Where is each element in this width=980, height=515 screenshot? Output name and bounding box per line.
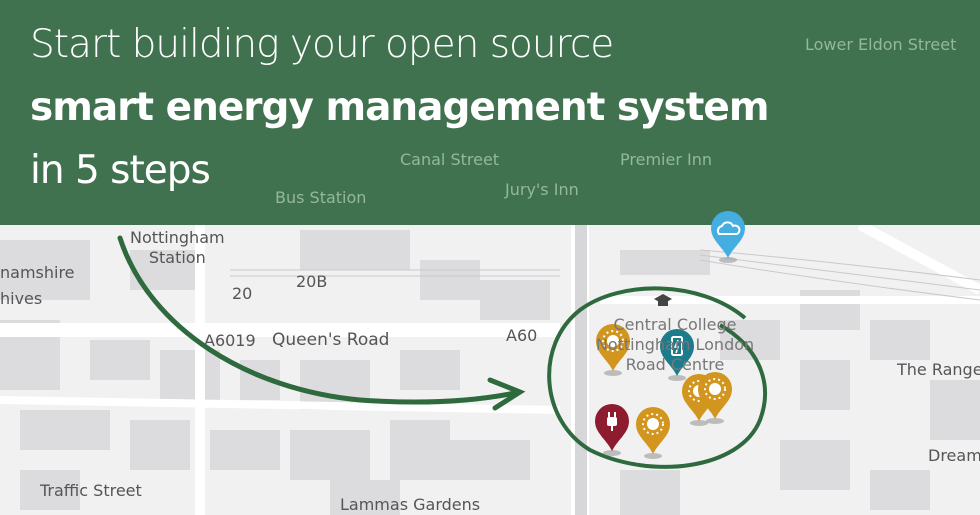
label-line: Station [148,248,206,267]
label-jurys-inn: Jury's Inn [505,180,579,199]
label-20b: 20B [296,272,328,291]
headline-line-2: smart energy management system [30,85,769,130]
label-lammas-gardens: Lammas Gardens [340,495,481,514]
label-line: hives [0,289,43,308]
label-a6019: A6019 [204,331,256,350]
label-dream: Dream [928,446,980,465]
label-queens-road: Queen's Road [272,330,390,350]
label-line: Nottingham London [595,335,755,354]
label-traffic-street: Traffic Street [40,481,142,500]
label-the-range: The Range [897,360,980,379]
headline-banner: Start building your open source smart en… [0,0,980,225]
label-bus-station: Bus Station [275,188,367,207]
label-line: Road Centre [625,355,725,374]
label-premier-inn: Premier Inn [620,150,712,169]
label-line: namshire [0,263,75,282]
label-lower-eldon: Lower Eldon Street [805,35,957,54]
label-20: 20 [232,284,253,303]
label-archives: namshire hives [0,260,75,312]
label-a60: A60 [506,326,538,345]
label-line: Central College [613,315,737,334]
headline-line-3: in 5 steps [30,148,211,193]
headline-line-1: Start building your open source [30,22,614,67]
label-canal-street: Canal Street [400,150,500,169]
label-line: Nottingham [130,228,225,247]
